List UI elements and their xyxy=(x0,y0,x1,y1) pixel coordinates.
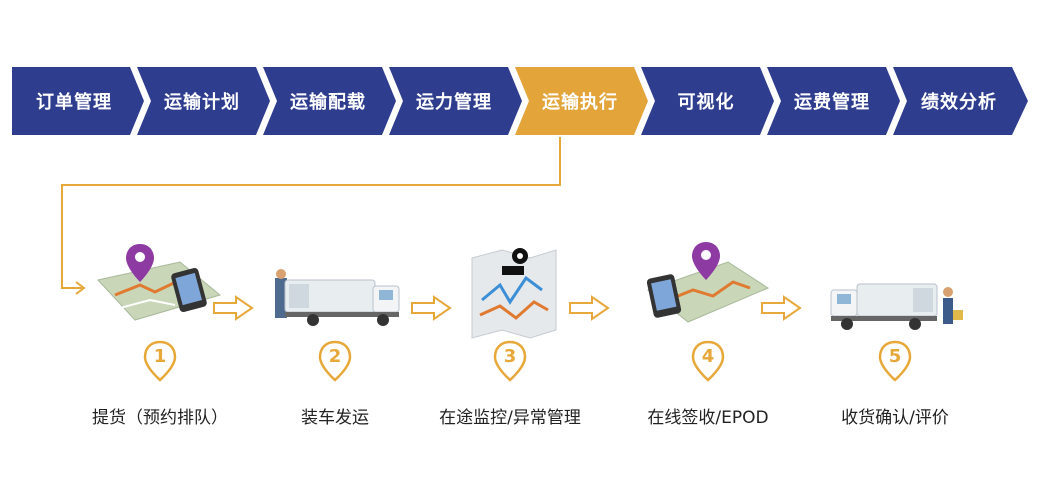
map-phone-icon xyxy=(646,242,770,323)
truck-delivery-icon xyxy=(830,283,963,330)
step-number-marker-1 xyxy=(143,340,177,382)
flow-arrow-1 xyxy=(213,295,254,321)
step-number-1: 1 xyxy=(153,346,167,367)
step-number-marker-2 xyxy=(318,340,352,382)
step-number-marker-5 xyxy=(878,340,912,382)
chevron-order-management[interactable] xyxy=(12,67,144,135)
chevron-visualization[interactable] xyxy=(641,67,774,135)
truck-loading-icon xyxy=(275,269,400,326)
flow-arrow-3 xyxy=(569,295,610,321)
route-map-icon xyxy=(471,248,557,339)
step-label-performance-analysis: 绩效分析 xyxy=(921,92,997,113)
chevron-transport-execution[interactable] xyxy=(515,67,648,135)
chevron-capacity-management[interactable] xyxy=(389,67,522,135)
map-phone-icon xyxy=(97,244,222,321)
step-number-3: 3 xyxy=(503,346,517,367)
step-label-transport-loading: 运输配载 xyxy=(290,92,366,113)
step-label-capacity-management: 运力管理 xyxy=(416,92,492,113)
execution-step-4: 4 在线签收/EPOD xyxy=(628,240,788,440)
step-label-transport-plan: 运输计划 xyxy=(164,92,240,113)
step-number-4: 4 xyxy=(701,346,715,367)
execution-step-label-5: 收货确认/评价 xyxy=(841,408,949,428)
execution-step-label-3: 在途监控/异常管理 xyxy=(439,408,581,428)
step-number-marker-4 xyxy=(691,340,725,382)
execution-step-5: 5 收货确认/评价 xyxy=(815,240,975,440)
chevron-transport-loading[interactable] xyxy=(263,67,396,135)
execution-step-label-2: 装车发运 xyxy=(301,408,369,428)
chevron-transport-plan[interactable] xyxy=(137,67,270,135)
step-label-transport-execution: 运输执行 xyxy=(542,92,618,113)
execution-step-label-4: 在线签收/EPOD xyxy=(647,408,769,428)
chevron-freight-management[interactable] xyxy=(767,67,900,135)
execution-step-1: 1 提货（预约排队） xyxy=(80,240,240,440)
step-label-freight-management: 运费管理 xyxy=(794,92,870,113)
execution-step-3: 3 在途监控/异常管理 xyxy=(430,240,590,440)
execution-step-label-1: 提货（预约排队） xyxy=(92,408,228,428)
step-number-marker-3 xyxy=(493,340,527,382)
flow-arrow-2 xyxy=(411,295,452,321)
step-number-2: 2 xyxy=(328,346,342,367)
chevron-performance-analysis[interactable] xyxy=(893,67,1028,135)
execution-step-2: 2 装车发运 xyxy=(255,240,415,440)
step-label-order-management: 订单管理 xyxy=(36,92,112,113)
step-number-5: 5 xyxy=(888,346,902,367)
flow-arrow-4 xyxy=(761,295,802,321)
process-flow-bar xyxy=(12,67,1028,135)
step-label-visualization: 可视化 xyxy=(677,92,735,113)
